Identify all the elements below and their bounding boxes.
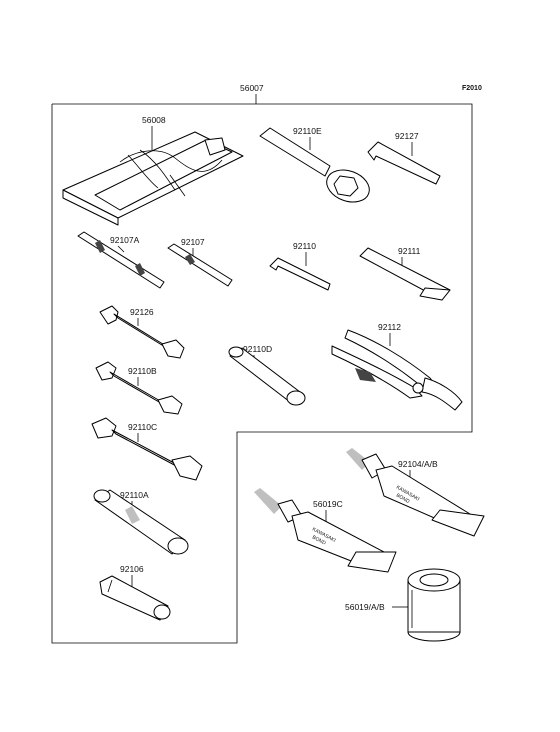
label-92110D: 92110D	[243, 344, 272, 354]
open-wrench-92110B	[95, 361, 183, 415]
extension-bar	[359, 247, 451, 301]
bond-tube-92104: KAWASAKI BOND	[346, 448, 485, 537]
label-92106: 92106	[120, 564, 144, 574]
hex-key-small	[269, 257, 331, 291]
label-92104AB: 92104/A/B	[398, 459, 438, 469]
open-wrench-92126	[99, 305, 185, 359]
open-wrench-92110C	[91, 417, 203, 481]
label-92110C: 92110C	[128, 422, 157, 432]
socket-wrench	[228, 346, 306, 406]
bond-can	[407, 568, 461, 642]
label-92107: 92107	[181, 237, 205, 247]
label-92110A: 92110A	[120, 490, 149, 500]
screwdriver-a	[77, 231, 165, 289]
spark-plug-wrench	[93, 489, 189, 555]
label-92110E: 92110E	[293, 126, 322, 136]
label-92110: 92110	[293, 241, 316, 251]
label-92126: 92126	[130, 307, 154, 317]
label-92112: 92112	[378, 322, 401, 332]
pliers	[331, 329, 463, 411]
ring-wrench	[259, 127, 370, 203]
hex-key-large	[367, 141, 441, 185]
tool-bag	[62, 131, 244, 226]
label-56019C: 56019C	[313, 499, 343, 509]
label-56007: 56007	[240, 83, 264, 93]
screwdriver	[167, 243, 233, 287]
label-56019AB: 56019/A/B	[345, 602, 385, 612]
label-56008: 56008	[142, 115, 166, 125]
bond-tube-56019C: KAWASAKI BOND	[254, 488, 397, 573]
label-92107A: 92107A	[110, 235, 140, 245]
label-92111: 92111	[398, 246, 421, 256]
handle	[99, 575, 171, 621]
kit-outline	[51, 103, 473, 644]
leader-92107A	[117, 245, 125, 253]
figure-code: F2010	[462, 85, 482, 92]
label-92110B: 92110B	[128, 366, 157, 376]
label-92127: 92127	[395, 131, 419, 141]
